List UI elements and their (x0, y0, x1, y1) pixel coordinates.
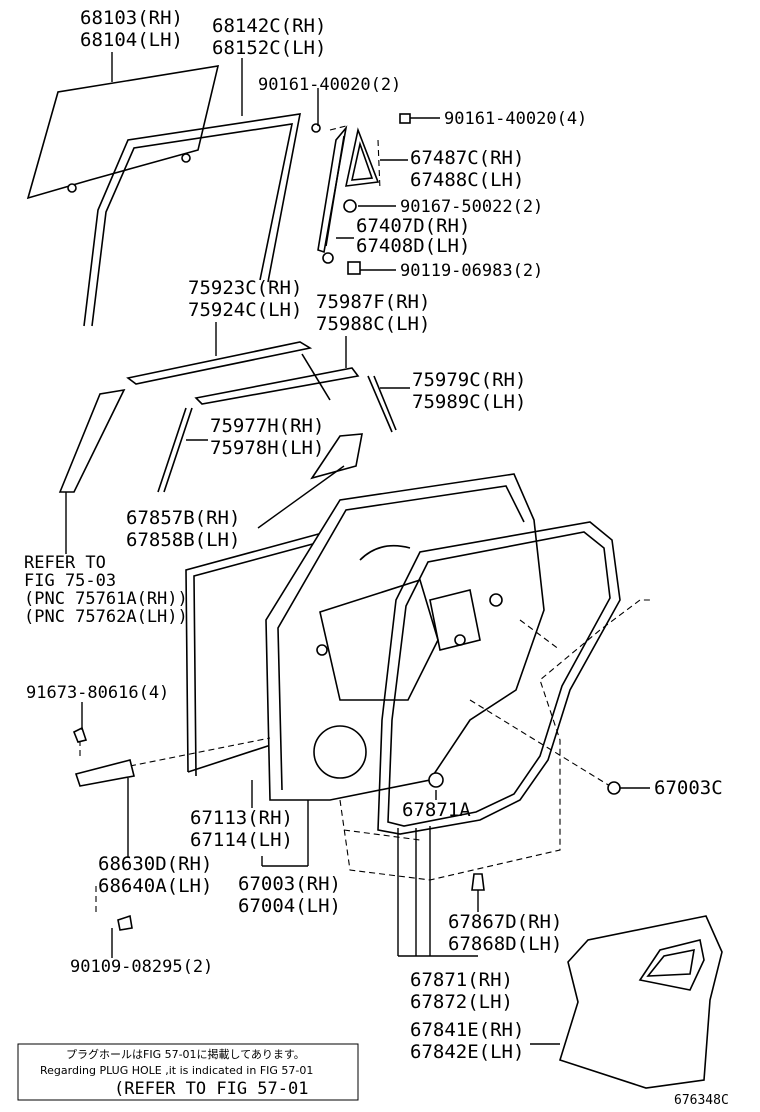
label-screw-top-right: 90161-40020(4) (444, 109, 587, 129)
notice-japanese: プラグホールはFIG 57-01に掲載してあります。 (66, 1047, 305, 1061)
label-refer-pnc-rh: (PNC 75761A(RH)) (24, 589, 188, 609)
label-glass-rh: 68103(RH) (80, 7, 183, 29)
label-division-bar-lh: 67408D(LH) (356, 235, 470, 257)
label-molding-front-rh: 75977H(RH) (210, 415, 324, 437)
label-bolt-295: 90109-08295(2) (70, 957, 213, 977)
label-bolt-983: 90119-06983(2) (400, 261, 543, 281)
label-screw-top: 90161-40020(2) (258, 75, 401, 95)
label-clip-867-rh: 67867D(RH) (448, 911, 562, 933)
small-fasteners (428, 772, 621, 891)
label-weatherstrip-body-rh: 67871(RH) (410, 969, 513, 991)
service-hole-cover (559, 915, 723, 1089)
plug-hole-notice: プラグホールはFIG 57-01に掲載してあります。 Regarding PLU… (17, 1043, 359, 1101)
label-division-bar-rh: 67407D(RH) (356, 215, 470, 237)
label-weatherstrip-body-lh: 67872(LH) (410, 991, 513, 1013)
label-hole-plug: 67871A (402, 799, 471, 821)
label-quarter-glass-lh: 67488C(LH) (410, 169, 524, 191)
figure-id: 676348C (674, 1093, 729, 1108)
glass-run-channel (83, 113, 301, 327)
notice-english: Regarding PLUG HOLE ,it is indicated in … (40, 1064, 313, 1077)
dashed-outline (79, 125, 650, 916)
label-clip-22: 90167-50022(2) (400, 197, 543, 217)
quarter-glass (344, 127, 380, 187)
label-refer-fig: FIG 75-03 (24, 571, 116, 591)
label-belt-inner-rh: 75987F(RH) (316, 291, 430, 313)
label-glass-lh: 68104(LH) (80, 29, 183, 51)
door-panel (265, 473, 545, 801)
label-run-channel-lh: 68152C(LH) (212, 37, 326, 59)
label-clip-867-lh: 67868D(LH) (448, 933, 562, 955)
label-molding-front-lh: 75978H(LH) (210, 437, 324, 459)
label-refer-pnc-lh: (PNC 75762A(LH)) (24, 607, 188, 627)
body-weatherstrip (377, 521, 621, 835)
belt-moldings (58, 341, 397, 493)
label-plug-c: 67003C (654, 777, 723, 799)
door-glass (26, 65, 220, 200)
leader-lines (65, 52, 650, 1045)
callout-labels: 68103(RH) 68104(LH) 68142C(RH) 68152C(LH… (24, 7, 723, 1063)
label-service-cover-lh: 67842E(LH) (410, 1041, 524, 1063)
door-cover (310, 433, 363, 480)
label-bolt-616: 91673-80616(4) (26, 683, 169, 703)
label-weatherstrip-door-lh: 67114(LH) (190, 829, 293, 851)
label-quarter-glass-rh: 67487C(RH) (410, 147, 524, 169)
checker-assembly (72, 726, 135, 931)
label-belt-outer-rh: 75923C(RH) (188, 277, 302, 299)
label-door-panel-lh: 67004(LH) (238, 895, 341, 917)
label-run-channel-rh: 68142C(RH) (212, 15, 326, 37)
label-weatherstrip-door-rh: 67113(RH) (190, 807, 293, 829)
label-belt-inner-lh: 75988C(LH) (316, 313, 430, 335)
division-bar (311, 113, 411, 275)
label-checker-lh: 68640A(LH) (98, 875, 212, 897)
label-refer-to: REFER TO (24, 553, 106, 573)
label-belt-outer-lh: 75924C(LH) (188, 299, 302, 321)
label-molding-rear-lh: 75989C(LH) (412, 391, 526, 413)
label-door-panel-rh: 67003(RH) (238, 873, 341, 895)
label-cover-lh: 67858B(LH) (126, 529, 240, 551)
label-service-cover-rh: 67841E(RH) (410, 1019, 524, 1041)
notice-refer: (REFER TO FIG 57-01 (114, 1079, 308, 1099)
label-cover-rh: 67857B(RH) (126, 507, 240, 529)
label-molding-rear-rh: 75979C(RH) (412, 369, 526, 391)
label-checker-rh: 68630D(RH) (98, 853, 212, 875)
